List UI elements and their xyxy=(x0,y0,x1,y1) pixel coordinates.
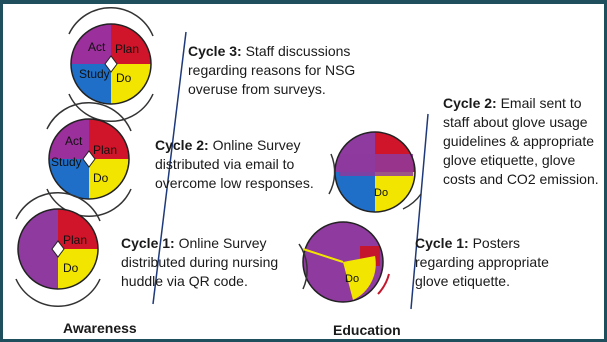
education-cycle2-body: Email sent to staff about glove usage gu… xyxy=(443,95,599,187)
awareness-label: Awareness xyxy=(63,320,137,336)
awareness-cycle2-body: Online Survey distributed via email to o… xyxy=(155,137,314,191)
awareness-cycle2-title: Cycle 2: xyxy=(155,137,209,153)
wheel3-do-label: Do xyxy=(116,71,132,85)
wheel3-plan-label: Plan xyxy=(115,42,139,56)
education-cycle1-text: Cycle 1: Posters regarding appropriate g… xyxy=(415,234,565,291)
education-cycle1-body: Posters regarding appropriate glove etiq… xyxy=(415,235,549,289)
pdsa-wheel-education-cycle1: Do xyxy=(298,221,390,303)
awareness-cycle3-body: Staff discussions regarding reasons for … xyxy=(188,43,356,97)
wheel2-act-label: Act xyxy=(65,134,83,148)
wheel3-study-label: Study xyxy=(79,67,110,81)
edu-wheel2-do-label: Do xyxy=(374,187,388,199)
wheel1-do-label: Do xyxy=(63,261,79,275)
education-cycle2-title: Cycle 2: xyxy=(443,95,497,111)
wheel1-plan-label: Plan xyxy=(63,233,87,247)
pdsa-wheel-education-cycle2: Do xyxy=(328,131,422,213)
awareness-cycle1-title: Cycle 1: xyxy=(121,235,175,251)
awareness-cycle3-text: Cycle 3: Staff discussions regarding rea… xyxy=(188,42,358,99)
wheel3-act-label: Act xyxy=(88,40,106,54)
awareness-cycle3-title: Cycle 3: xyxy=(188,43,242,59)
wheel2-plan-label: Plan xyxy=(93,143,117,157)
edu-wheel1-do-label: Do xyxy=(345,273,359,285)
awareness-progress-arrow xyxy=(152,31,187,305)
pdsa-wheel-cycle2: Act Plan Study Do xyxy=(46,102,132,217)
awareness-cycle1-body: Online Survey distributed during nursing… xyxy=(121,235,279,289)
education-label: Education xyxy=(333,322,401,338)
pdsa-wheel-cycle3: Act Plan Study Do xyxy=(68,7,154,122)
awareness-cycle2-text: Cycle 2: Online Survey distributed via e… xyxy=(155,136,320,193)
education-cycle2-text: Cycle 2: Email sent to staff about glove… xyxy=(443,94,604,189)
education-progress-arrow xyxy=(410,113,429,310)
education-cycle1-title: Cycle 1: xyxy=(415,235,469,251)
awareness-cycle1-text: Cycle 1: Online Survey distributed durin… xyxy=(121,234,281,291)
wheel2-study-label: Study xyxy=(51,155,82,169)
diagram-art: Act Plan Study Do Act Plan Study Do xyxy=(15,7,429,310)
pdsa-wheel-cycle1: Plan Do xyxy=(15,192,101,307)
wheel2-do-label: Do xyxy=(93,171,109,185)
